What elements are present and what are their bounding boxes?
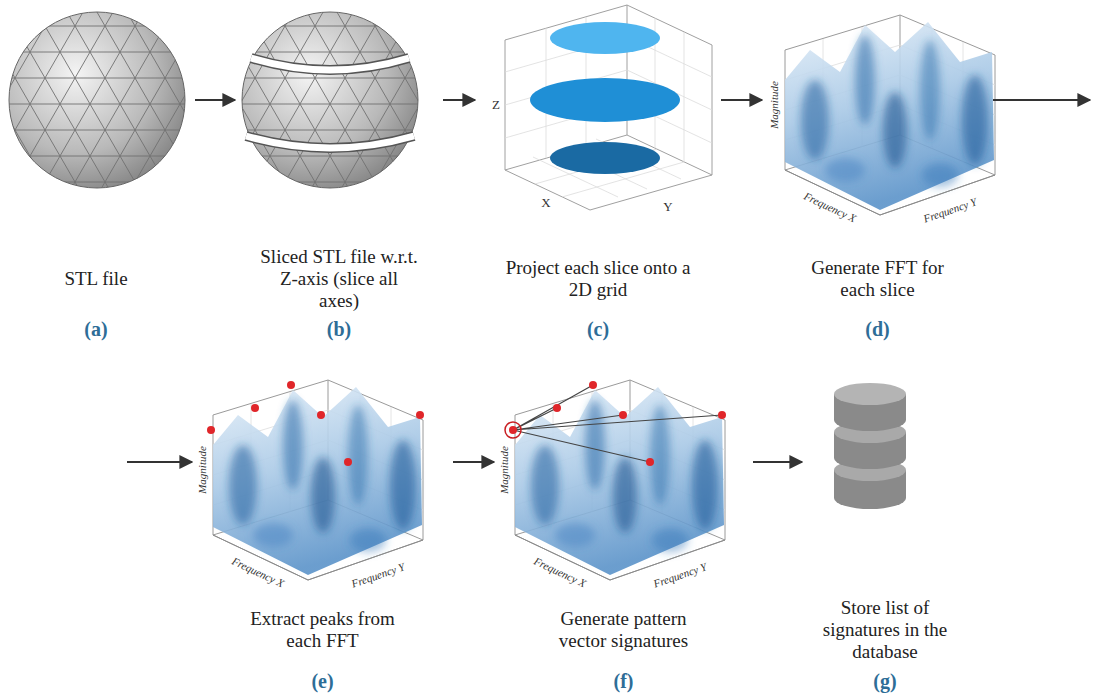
flow-arrow bbox=[453, 462, 494, 463]
axis-label: Frequency X bbox=[802, 190, 858, 225]
slice-bottom bbox=[550, 142, 660, 174]
caption-box: Project each slice onto a 2D grid bbox=[478, 240, 718, 318]
flow-arrow bbox=[443, 100, 475, 101]
flow-arrow-line bbox=[195, 99, 235, 101]
process-panel: Sliced STL file w.r.t. Z-axis (slice all… bbox=[238, 5, 440, 340]
axis-label: X bbox=[541, 195, 550, 211]
grid-walls bbox=[505, 5, 712, 210]
flow-arrow-line bbox=[443, 99, 475, 101]
axis-label: Frequency Y bbox=[652, 560, 708, 589]
caption-box: Store list of signatures in the database bbox=[805, 595, 965, 665]
process-panel: Generate FFT for each slice (d) bbox=[765, 5, 990, 340]
flow-arrow bbox=[127, 100, 1090, 462]
caption-box: Extract peaks from each FFT bbox=[195, 595, 450, 665]
grid-lines bbox=[505, 17, 712, 197]
step-letter: (d) bbox=[765, 318, 990, 341]
flow-arrow-line bbox=[127, 461, 192, 463]
axis-label: Y bbox=[663, 199, 672, 215]
step-letter: (f) bbox=[497, 670, 750, 693]
step-caption: STL file bbox=[11, 268, 181, 290]
slice-band bbox=[246, 58, 414, 148]
axis-label: Frequency Y bbox=[922, 195, 978, 224]
axis-label: Frequency X bbox=[532, 555, 588, 590]
peak-dots bbox=[207, 381, 424, 466]
process-panel: Generate pattern vector signatures (f) bbox=[497, 370, 750, 700]
process-panel: Extract peaks from each FFT (e) bbox=[195, 370, 450, 700]
step-caption: Extract peaks from each FFT bbox=[250, 608, 395, 652]
slice-middle bbox=[530, 78, 680, 122]
caption-box: Generate pattern vector signatures bbox=[497, 595, 750, 665]
step-caption: Sliced STL file w.r.t. Z-axis (slice all… bbox=[259, 246, 419, 312]
anchor-ring bbox=[505, 422, 521, 438]
flow-arrow bbox=[195, 100, 235, 101]
process-panel: Project each slice onto a 2D grid (c) bbox=[478, 5, 718, 340]
axis-label: Magnitude bbox=[768, 81, 780, 129]
step-caption: Generate pattern vector signatures bbox=[536, 608, 711, 652]
caption-box: Generate FFT for each slice bbox=[765, 240, 990, 318]
slice-band-edge bbox=[246, 58, 414, 148]
flow-arrow-line bbox=[453, 461, 494, 463]
axis-label: Frequency X bbox=[230, 555, 286, 590]
flow-arrow-line bbox=[721, 99, 762, 101]
pattern-vectors bbox=[513, 385, 722, 462]
database-icon bbox=[834, 383, 906, 509]
peak-dots bbox=[509, 381, 726, 466]
step-caption: Project each slice onto a 2D grid bbox=[506, 257, 691, 301]
fft-plot bbox=[515, 380, 725, 580]
slice-top bbox=[550, 22, 660, 54]
sphere bbox=[242, 12, 418, 188]
sphere-mesh bbox=[9, 12, 185, 188]
step-caption: Generate FFT for each slice bbox=[805, 257, 950, 301]
step-letter: (a) bbox=[0, 318, 192, 341]
axis-label: Magnitude bbox=[196, 446, 208, 494]
process-panel: Store list of signatures in the database… bbox=[805, 370, 965, 700]
fft-plot bbox=[785, 15, 995, 215]
flow-arrow-line bbox=[753, 461, 802, 463]
sphere bbox=[9, 12, 185, 188]
process-panel: STL file (a) bbox=[0, 5, 192, 340]
step-letter: (e) bbox=[195, 670, 450, 693]
step-caption: Store list of signatures in the database bbox=[810, 597, 960, 663]
axis-label: Magnitude bbox=[498, 446, 510, 494]
step-letter: (c) bbox=[478, 318, 718, 341]
step-letter: (b) bbox=[238, 318, 440, 341]
caption-box: STL file bbox=[0, 240, 192, 318]
axis-label: Z bbox=[492, 97, 500, 113]
axis-label: Frequency Y bbox=[350, 560, 406, 589]
flow-arrow bbox=[721, 100, 762, 101]
caption-box: Sliced STL file w.r.t. Z-axis (slice all… bbox=[238, 240, 440, 318]
step-letter: (g) bbox=[805, 670, 965, 693]
flow-arrow-line bbox=[993, 99, 1090, 101]
fft-plot bbox=[213, 380, 423, 580]
flow-arrow bbox=[753, 462, 802, 463]
sphere-mesh bbox=[242, 12, 418, 188]
